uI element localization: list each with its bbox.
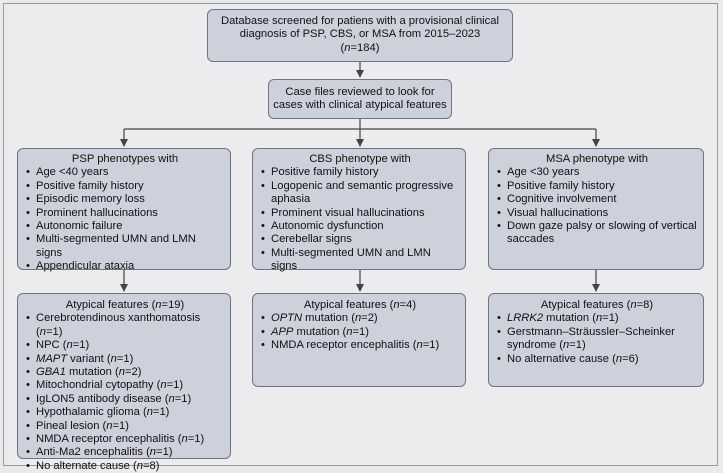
list-item: Prominent hallucinations <box>26 207 224 221</box>
cbs-criteria-list: Positive family history Logopenic and se… <box>261 166 459 273</box>
msa-outcome-heading: Atypical features (n=8) <box>540 299 654 311</box>
list-item: Mitochondrial cytopathy (n=1) <box>26 379 224 393</box>
list-item: Pineal lesion (n=1) <box>26 420 224 434</box>
list-item: OPTN mutation (n=2) <box>261 312 459 326</box>
list-item: APP mutation (n=1) <box>261 326 459 340</box>
case-review-box: Case files reviewed to look for cases wi… <box>268 79 452 119</box>
cbs-outcome-list: OPTN mutation (n=2) APP mutation (n=1) N… <box>261 312 459 353</box>
list-item: No alternate cause (n=8) <box>26 460 224 473</box>
list-item: Autonomic dysfunction <box>261 220 459 234</box>
msa-phenotype-box: MSA phenotype with Age <30 years Positiv… <box>488 148 704 270</box>
psp-criteria-list: Age <40 years Positive family history Ep… <box>26 166 224 274</box>
list-item: Gerstmann–Sträussler–Scheinker syndrome … <box>497 326 697 353</box>
cbs-phenotype-box: CBS phenotype with Positive family histo… <box>252 148 466 273</box>
list-item: Appendicular ataxia <box>26 260 224 274</box>
list-item: NMDA receptor encephalitis (n=1) <box>26 433 224 447</box>
cbs-outcome-heading: Atypical features (n=4) <box>303 299 417 311</box>
psp-outcome-heading: Atypical features (n=19) <box>65 299 185 311</box>
list-item: Hypothalamic glioma (n=1) <box>26 406 224 420</box>
list-item: IgLON5 antibody disease (n=1) <box>26 393 224 407</box>
msa-outcome-list: LRRK2 mutation (n=1) Gerstmann–Sträussle… <box>497 312 697 366</box>
list-item: Anti-Ma2 encephalitis (n=1) <box>26 446 224 460</box>
msa-heading: MSA phenotype with <box>546 153 648 165</box>
list-item: Positive family history <box>497 180 697 194</box>
list-item: Cognitive involvement <box>497 193 697 207</box>
psp-phenotype-box: PSP phenotypes with Age <40 years Positi… <box>17 148 231 274</box>
review-line-2: cases with clinical atypical features <box>273 99 447 112</box>
psp-outcome-list: Cerebrotendinous xanthomatosis (n=1) NPC… <box>26 312 224 473</box>
list-item: LRRK2 mutation (n=1) <box>497 312 697 326</box>
list-item: NMDA receptor encephalitis (n=1) <box>261 339 459 353</box>
list-item: Multi-segmented UMN and LMN signs <box>26 233 224 260</box>
cbs-heading: CBS phenotype with <box>309 153 411 165</box>
list-item: Multi-segmented UMN and LMN signs <box>261 247 459 274</box>
msa-criteria-list: Age <30 years Positive family history Co… <box>497 166 697 246</box>
msa-atypical-features-box: Atypical features (n=8) LRRK2 mutation (… <box>488 293 704 387</box>
list-item: GBA1 mutation (n=2) <box>26 366 224 380</box>
list-item: Prominent visual hallucinations <box>261 207 459 221</box>
list-item: Cerebrotendinous xanthomatosis (n=1) <box>26 312 224 339</box>
list-item: No alternative cause (n=6) <box>497 353 697 367</box>
database-count: (n=184) <box>340 41 380 54</box>
list-item: Age <30 years <box>497 166 697 180</box>
psp-heading: PSP phenotypes with <box>71 153 179 165</box>
list-item: NPC (n=1) <box>26 339 224 353</box>
list-item: Positive family history <box>261 166 459 180</box>
list-item: Visual hallucinations <box>497 207 697 221</box>
database-screening-box: Database screened for patiens with a pro… <box>207 9 513 62</box>
list-item: Positive family history <box>26 180 224 194</box>
database-line-2: diagnosis of PSP, CBS, or MSA from 2015–… <box>239 28 481 41</box>
list-item: Cerebellar signs <box>261 233 459 247</box>
list-item: Down gaze palsy or slowing of vertical s… <box>497 220 697 247</box>
review-line-1: Case files reviewed to look for <box>285 86 435 98</box>
list-item: Episodic memory loss <box>26 193 224 207</box>
list-item: Logopenic and semantic progressive aphas… <box>261 180 459 207</box>
database-line-1: Database screened for patiens with a pro… <box>221 15 499 27</box>
psp-atypical-features-box: Atypical features (n=19) Cerebrotendinou… <box>17 293 231 473</box>
list-item: Autonomic failure <box>26 220 224 234</box>
cbs-atypical-features-box: Atypical features (n=4) OPTN mutation (n… <box>252 293 466 387</box>
list-item: Age <40 years <box>26 166 224 180</box>
list-item: MAPT variant (n=1) <box>26 353 224 367</box>
